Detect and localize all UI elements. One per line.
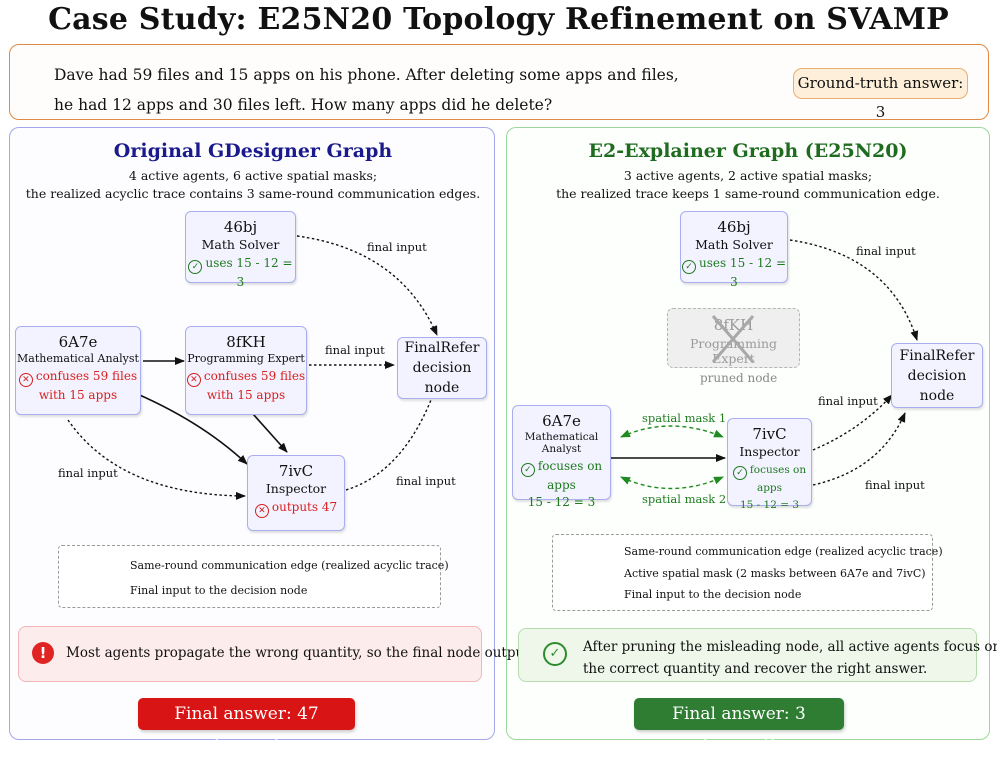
node-role: Programming Expert: [689, 336, 778, 366]
right-edge-label-top: final input: [856, 244, 916, 258]
node-id: 8fKH: [226, 333, 266, 351]
check-circle-icon: ✓: [681, 260, 696, 274]
left-node-8fkh: 8fKH Programming Expert ✕confuses 59 fil…: [185, 326, 307, 415]
right-subtitle-line-2: the realized trace keeps 1 same-round co…: [556, 186, 940, 201]
left-subtitle-line-2: the realized acyclic trace contains 3 sa…: [25, 186, 481, 201]
page-title: Case Study: E25N20 Topology Refinement o…: [48, 2, 949, 37]
node-id: 46bj: [717, 218, 751, 236]
node-role: Math Solver: [695, 237, 773, 252]
node-role: Inspector: [265, 481, 327, 496]
right-success-text: After pruning the misleading node, all a…: [583, 636, 997, 680]
left-alert-text: Most agents propagate the wrong quantity…: [66, 645, 563, 661]
left-edge-label-top: final input: [367, 240, 427, 254]
check-circle-icon: ✓: [520, 463, 535, 477]
node-note: ✓uses 15 - 12 = 3: [186, 255, 295, 291]
right-panel-title: E2-Explainer Graph (E25N20): [588, 140, 908, 162]
node-id: 46bj: [223, 218, 258, 236]
node-id: 6A7e: [58, 333, 98, 351]
right-panel-subtitle: 3 active agents, 2 active spatial masks;…: [506, 167, 990, 203]
right-node-46bj: 46bj Math Solver ✓uses 15 - 12 = 3: [680, 211, 788, 289]
node-note: ✓focuses on apps 15 - 12 = 3: [513, 458, 610, 511]
left-edge-6a7e-to-7ivc: [127, 389, 248, 465]
node-role: Programming Expert: [187, 352, 305, 365]
right-legend-green-text: Active spatial mask (2 masks between 6A7…: [624, 567, 926, 580]
x-circle-icon: ✕: [186, 373, 201, 387]
right-legend: [552, 534, 933, 611]
right-edge-spatial-mask-1: [620, 425, 724, 438]
pruned-node-caption: pruned node: [700, 371, 778, 385]
left-node-final-refer: FinalRefer decision node: [397, 337, 487, 399]
left-legend-dotted-text: Final input to the decision node: [130, 584, 308, 597]
right-node-6a7e: 6A7e Mathematical Analyst ✓focuses on ap…: [512, 405, 611, 509]
node-note: ✕confuses 59 files with 15 apps: [186, 368, 306, 404]
right-edge-7ivc-to-final-lower: [812, 412, 906, 486]
left-node-6a7e: 6A7e Mathematical Analyst ✕confuses 59 f…: [15, 326, 141, 415]
success-line-1: After pruning the misleading node, all a…: [583, 639, 997, 655]
left-subtitle-line-1: 4 active agents, 6 active spatial masks;: [128, 168, 378, 183]
node-role: Math Solver: [201, 237, 280, 252]
right-edge-46bj-to-final: [789, 239, 919, 341]
final-node-line-1: FinalRefer: [404, 340, 480, 356]
right-edge-spatial-mask-2: [620, 476, 724, 490]
right-edge-label-bottom: final input: [865, 478, 925, 492]
right-edge-label-mid: final input: [818, 394, 878, 408]
left-final-answer: Final answer: 47 (wrong): [138, 698, 355, 756]
question-line-2: he had 12 apps and 30 files left. How ma…: [54, 96, 553, 114]
final-node-line-2: decision node: [412, 360, 472, 396]
left-edge-label-mid: final input: [325, 343, 385, 357]
left-edge-label-bottom-left: final input: [58, 466, 118, 480]
left-panel-title: Original GDesigner Graph: [113, 140, 393, 162]
right-edge-7ivc-to-final-upper: [812, 394, 893, 451]
success-line-2: the correct quantity and recover the rig…: [583, 661, 928, 677]
node-id: 7ivC: [278, 462, 314, 480]
left-node-46bj: 46bj Math Solver ✓uses 15 - 12 = 3: [185, 211, 296, 289]
question-line-1: Dave had 59 files and 15 apps on his pho…: [54, 66, 679, 84]
question-text: Dave had 59 files and 15 apps on his pho…: [54, 60, 704, 120]
right-node-7ivc: 7ivC Inspector ✓focuses on apps 15 - 12 …: [727, 418, 812, 511]
right-final-answer: Final answer: 3 (correct): [634, 698, 844, 756]
node-note: ✕outputs 47: [248, 499, 344, 518]
right-node-final-refer: FinalRefer decision node: [891, 343, 983, 408]
final-node-line-1: FinalRefer: [899, 347, 975, 364]
left-panel-subtitle: 4 active agents, 6 active spatial masks;…: [10, 167, 496, 203]
final-node-line-2: decision node: [907, 367, 967, 404]
ground-truth-badge: Ground-truth answer: 3: [793, 68, 968, 121]
right-success-box: [518, 628, 977, 682]
node-note: ✕confuses 59 files with 15 apps: [16, 368, 140, 404]
success-check-icon: ✓: [543, 642, 567, 666]
left-legend: [58, 545, 441, 608]
left-edge-8fkh-to-7ivc: [252, 413, 288, 453]
right-edge-label-mask-1: spatial mask 1: [642, 411, 727, 425]
left-node-7ivc: 7ivC Inspector ✕outputs 47: [247, 455, 345, 531]
node-id: 7ivC: [752, 425, 787, 443]
left-edge-6a7e-to-7ivc-final: [67, 419, 246, 500]
right-legend-solid-text: Same-round communication edge (realized …: [624, 545, 943, 558]
node-role: Mathematical Analyst: [17, 352, 139, 365]
left-edge-label-bottom-right: final input: [396, 474, 456, 488]
node-id: 6A7e: [542, 412, 581, 430]
node-role: Inspector: [739, 444, 800, 459]
right-subtitle-line-1: 3 active agents, 2 active spatial masks;: [623, 168, 873, 183]
right-edge-label-mask-2: spatial mask 2: [642, 492, 727, 506]
x-circle-icon: ✕: [254, 504, 269, 518]
x-circle-icon: ✕: [18, 373, 33, 387]
node-note: ✓focuses on apps 15 - 12 = 3: [728, 462, 811, 514]
right-legend-dotted-text: Final input to the decision node: [624, 588, 802, 601]
left-legend-solid-text: Same-round communication edge (realized …: [130, 559, 449, 572]
alert-icon: !: [32, 642, 54, 664]
check-circle-icon: ✓: [188, 260, 203, 274]
check-circle-icon: ✓: [732, 466, 747, 480]
node-role: Mathematical Analyst: [524, 431, 599, 455]
node-note: ✓uses 15 - 12 = 3: [681, 255, 787, 291]
left-alert-box: [18, 626, 482, 682]
